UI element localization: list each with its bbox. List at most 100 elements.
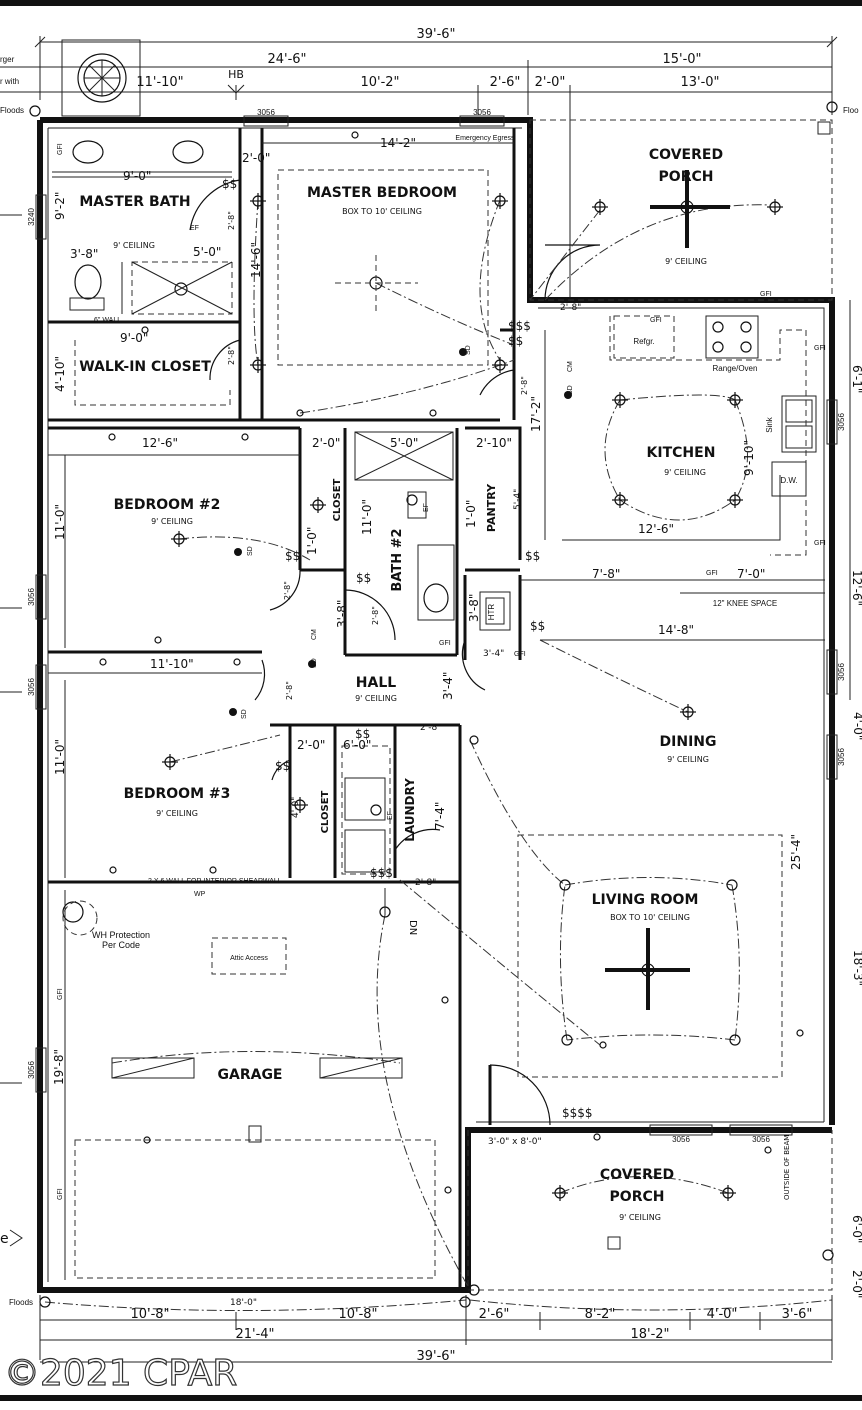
attic-access-label: Attic Access	[230, 955, 268, 962]
kitchen-ceiling: 9' CEILING	[664, 468, 706, 477]
room-porch-top-1: COVERED	[649, 147, 723, 163]
svg-text:3056: 3056	[257, 108, 275, 117]
svg-text:12'-6": 12'-6"	[850, 570, 862, 606]
room-master-bedroom: MASTER BEDROOM	[307, 185, 457, 201]
svg-text:$$: $$	[525, 549, 540, 563]
svg-text:8'-2": 8'-2"	[585, 1307, 616, 1322]
closet-shelf	[74, 340, 231, 406]
room-laundry: LAUNDRY	[403, 778, 417, 842]
garage-door-size: 3'-0" x 8'-0"	[488, 1137, 542, 1147]
dim-2-6-top: 2'-6"	[490, 75, 521, 90]
washer-icon	[344, 777, 386, 821]
toilet-icon	[74, 264, 102, 300]
sink-icon	[781, 395, 817, 453]
svg-text:10'-8": 10'-8"	[130, 1307, 169, 1322]
svg-text:17'-2": 17'-2"	[529, 396, 543, 432]
svg-text:$$: $$	[285, 549, 300, 563]
svg-text:39'-6": 39'-6"	[416, 1349, 455, 1364]
svg-text:3'-4": 3'-4"	[441, 672, 455, 700]
master-bath-ceiling: 9' CEILING	[113, 241, 155, 250]
flood-light-icon	[29, 105, 41, 117]
gfi-label: GFI	[760, 291, 772, 298]
svg-text:$$$: $$$	[370, 866, 393, 880]
svg-text:11'-0": 11'-0"	[53, 504, 67, 540]
svg-text:3056: 3056	[837, 413, 846, 431]
svg-text:GFI: GFI	[439, 640, 451, 647]
svg-text:3056: 3056	[27, 678, 36, 696]
floods-bottom-label: Floods	[9, 1298, 33, 1307]
garage-fixtures: WH Protection Per Code Attic Access 2 X …	[62, 878, 418, 1143]
room-bedroom-3: BEDROOM #3	[124, 786, 231, 802]
svg-text:5'-0": 5'-0"	[390, 436, 418, 450]
svg-text:11'-10": 11'-10"	[150, 657, 194, 671]
svg-text:5'-4": 5'-4"	[513, 489, 523, 510]
svg-text:$$: $$	[508, 334, 523, 348]
svg-text:$$: $$	[222, 177, 237, 191]
svg-text:5'-0": 5'-0"	[193, 245, 221, 259]
porch-post	[607, 1236, 621, 1250]
svg-text:2'-8": 2'-8"	[520, 376, 529, 395]
flood-light-icon	[826, 101, 838, 113]
ceiling-fan-icon	[335, 255, 418, 312]
watermark: ©2021 CPAR	[4, 1353, 237, 1394]
room-porch-bottom-2: PORCH	[610, 1189, 665, 1205]
svg-text:2'-8": 2'-8"	[283, 581, 292, 600]
svg-text:2'-8": 2'-8"	[415, 878, 436, 888]
svg-text:2'-8": 2'-8"	[371, 606, 380, 625]
svg-text:3056: 3056	[27, 1061, 36, 1079]
svg-text:1'-0": 1'-0"	[305, 527, 319, 555]
svg-text:7'-8": 7'-8"	[592, 567, 620, 581]
dim-overall-top: 39'-6"	[416, 27, 455, 42]
water-heater-icon	[62, 901, 84, 923]
edge-text-2: r with	[0, 77, 19, 86]
svg-text:3'-8": 3'-8"	[70, 247, 98, 261]
master-bedroom-ceiling: BOX TO 10' CEILING	[342, 207, 422, 216]
room-closet-b2: CLOSET	[332, 478, 343, 521]
ceiling-fan-icon	[650, 170, 730, 248]
svg-text:3'-6": 3'-6"	[782, 1307, 813, 1322]
svg-text:2'-8": 2'-8"	[560, 303, 581, 313]
svg-text:GFI: GFI	[514, 651, 526, 658]
dining-ceiling: 9' CEILING	[667, 755, 709, 764]
svg-text:6'-0": 6'-0"	[343, 738, 371, 752]
box-ceiling-living	[517, 834, 783, 1078]
room-closet-b3: CLOSET	[320, 790, 331, 833]
garage-door-outline	[74, 1139, 436, 1279]
dim-15-0: 15'-0"	[662, 52, 701, 67]
shearwall-note: 2 X 6 WALL FOR INTERIOR SHEARWALL	[148, 878, 282, 885]
svg-text:12'-6": 12'-6"	[638, 522, 674, 536]
svg-text:2'-0": 2'-0"	[242, 151, 270, 165]
dim-24-6: 24'-6"	[267, 52, 306, 67]
refrigerator-label: Refgr.	[633, 337, 654, 346]
svg-text:4'-10": 4'-10"	[53, 356, 67, 392]
svg-text:2'-6": 2'-6"	[479, 1307, 510, 1322]
room-bedroom-2: BEDROOM #2	[114, 497, 221, 513]
exterior-walls	[37, 117, 835, 1293]
porch-bottom-outline	[467, 1130, 833, 1291]
hall-ceiling: 9' CEILING	[355, 694, 397, 703]
bedroom2-ceiling: 9' CEILING	[151, 517, 193, 526]
svg-text:21'-4": 21'-4"	[235, 1327, 274, 1342]
svg-text:GFI: GFI	[57, 1188, 64, 1200]
svg-text:4'-0": 4'-0"	[851, 712, 862, 740]
svg-text:3'-8": 3'-8"	[467, 594, 481, 622]
heater-label: HTR	[487, 604, 496, 621]
interior-walls	[48, 128, 522, 1290]
porch-top-outline	[529, 119, 833, 301]
room-kitchen: KITCHEN	[647, 445, 716, 461]
interior-dimensions: 14'-2" 14'-6" 9'-0" 9'-2" 2'-0" 3'-8" 5'…	[48, 136, 862, 1308]
bath2-fixtures	[354, 431, 455, 621]
dim-2-0-top: 2'-0"	[535, 75, 566, 90]
living-room-ceiling: BOX TO 10' CEILING	[610, 913, 690, 922]
svg-text:14'-2": 14'-2"	[380, 136, 416, 150]
wp-label: WP	[194, 891, 206, 898]
svg-text:GFI: GFI	[706, 570, 718, 577]
svg-text:$$$: $$$	[508, 319, 531, 333]
svg-text:4'-0": 4'-0"	[291, 797, 301, 818]
svg-text:$$$$: $$$$	[562, 1106, 593, 1120]
svg-text:GFI: GFI	[650, 317, 662, 324]
svg-text:GFI: GFI	[814, 540, 826, 547]
svg-text:3056: 3056	[473, 108, 491, 117]
svg-text:2'-0": 2'-0"	[297, 738, 325, 752]
